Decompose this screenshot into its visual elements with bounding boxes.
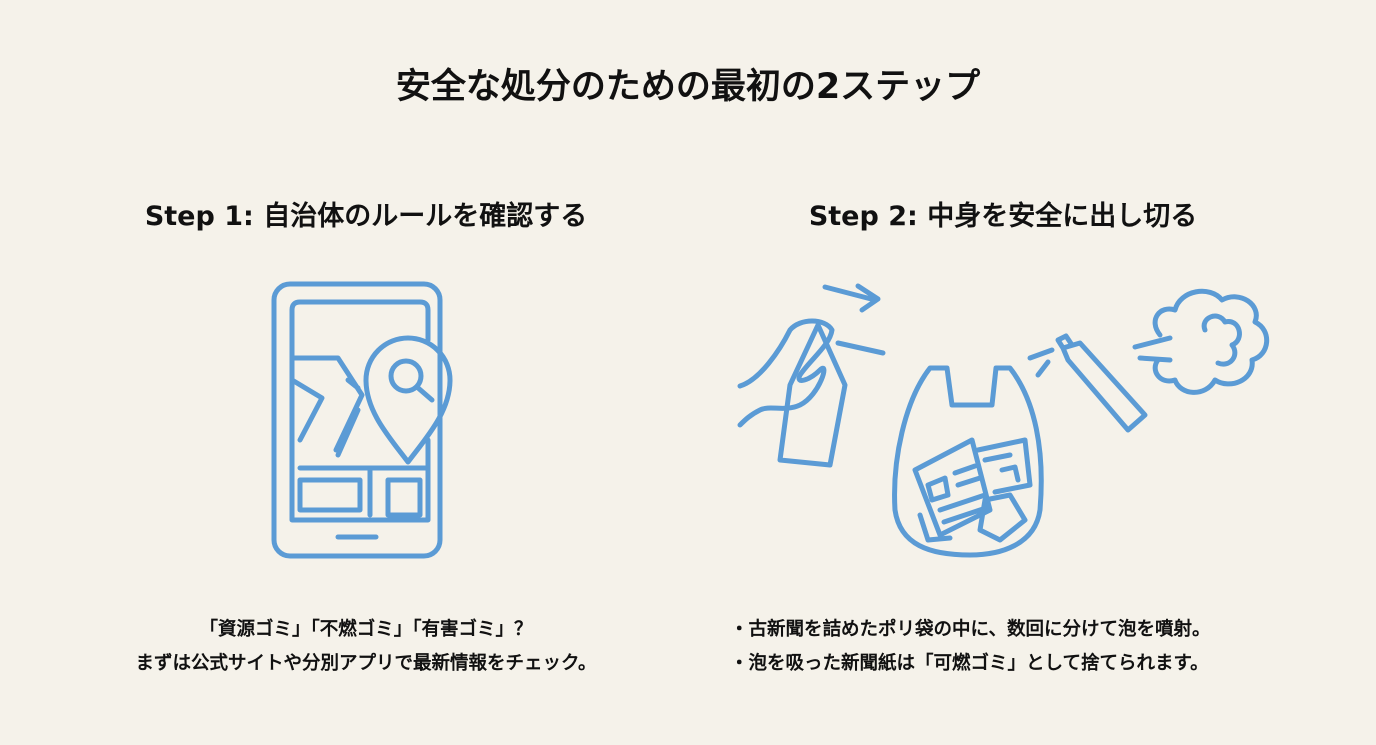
page-title: 安全な処分のための最初の2ステップ [395, 67, 981, 107]
step-1-caption: 「資源ゴミ」「不燃ゴミ」「有害ゴミ」？ まずは公式サイトや分別アプリで最新情報を… [46, 613, 686, 681]
step-2-heading: Step 2: 中身を安全に出し切る [808, 201, 1198, 232]
step-2-caption: ・古新聞を詰めたポリ袋の中に、数回に分けて泡を噴射。 ・泡を吸った新聞紙は「可燃… [730, 613, 1330, 681]
step-1-heading: Step 1: 自治体のルールを確認する [144, 201, 588, 232]
caption-line: まずは公式サイトや分別アプリで最新情報をチェック。 [135, 653, 597, 674]
caption-bullet: ・古新聞を詰めたポリ袋の中に、数回に分けて泡を噴射。 [730, 619, 1211, 640]
smartphone-map-search-icon [271, 281, 453, 559]
caption-bullet: ・泡を吸った新聞紙は「可燃ゴミ」として捨てられます。 [730, 653, 1209, 674]
spray-can-into-bag-icon [737, 283, 1270, 558]
caption-line: 「資源ゴミ」「不燃ゴミ」「有害ゴミ」？ [199, 619, 533, 640]
